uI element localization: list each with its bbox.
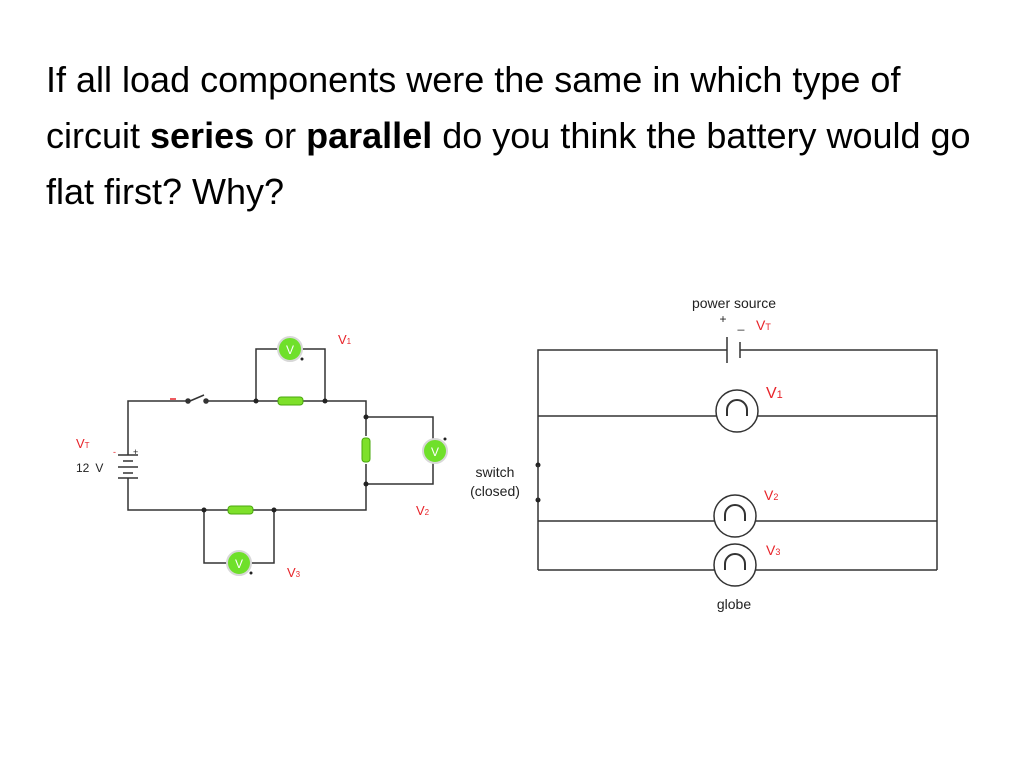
series-junctions <box>201 398 369 513</box>
power-source-plus: + <box>719 312 726 326</box>
question-part-3: do you think the battery would go flat f… <box>46 115 971 212</box>
parallel-v2-label: V2 <box>764 487 778 503</box>
series-resistor-1 <box>277 396 304 406</box>
series-wire-top-left <box>127 400 178 455</box>
battery-minus: - <box>113 447 116 457</box>
series-v2-label: V2 <box>416 503 430 518</box>
series-switch <box>178 394 209 404</box>
series-battery <box>118 454 138 482</box>
series-wire-top <box>208 400 367 436</box>
series-wire-right <box>127 464 367 511</box>
power-source-label: power source <box>692 295 776 311</box>
globe-2 <box>713 494 757 538</box>
svg-text:V: V <box>235 557 243 571</box>
series-resistor-3 <box>227 505 254 515</box>
voltmeter-v1: V <box>277 336 304 362</box>
switch-label-line1: switch <box>476 464 515 480</box>
parallel-top-wire-right <box>740 349 938 570</box>
series-resistor-2 <box>361 437 371 463</box>
power-source-minus: _ <box>737 317 745 331</box>
parallel-top-wire-left <box>537 349 727 465</box>
parallel-v1-label: V1 <box>766 385 783 402</box>
svg-text:V: V <box>431 445 439 459</box>
series-v3-label: V3 <box>287 565 301 580</box>
question-text: If all load components were the same in … <box>46 52 986 220</box>
parallel-battery <box>726 337 741 363</box>
question-bold-parallel: parallel <box>306 115 433 156</box>
series-vt-label: VT <box>76 436 90 451</box>
parallel-v3-label: V3 <box>766 542 780 558</box>
voltmeter-v2: V <box>422 437 448 464</box>
series-circuit <box>127 348 434 564</box>
globe-3 <box>713 543 757 587</box>
question-part-1: If all load components were the same in … <box>46 59 901 156</box>
parallel-switch <box>535 462 541 503</box>
battery-plus: + <box>133 447 138 457</box>
parallel-vt-label: VT <box>756 317 771 333</box>
question-bold-series: series <box>150 115 255 156</box>
globe-1 <box>715 389 759 433</box>
question-part-2: or <box>254 115 307 156</box>
switch-label-line2: (closed) <box>470 483 520 499</box>
voltmeter-v3: V <box>226 550 253 576</box>
globe-label: globe <box>717 596 751 612</box>
svg-text:V: V <box>286 343 294 357</box>
series-v1-label: V1 <box>338 332 352 347</box>
